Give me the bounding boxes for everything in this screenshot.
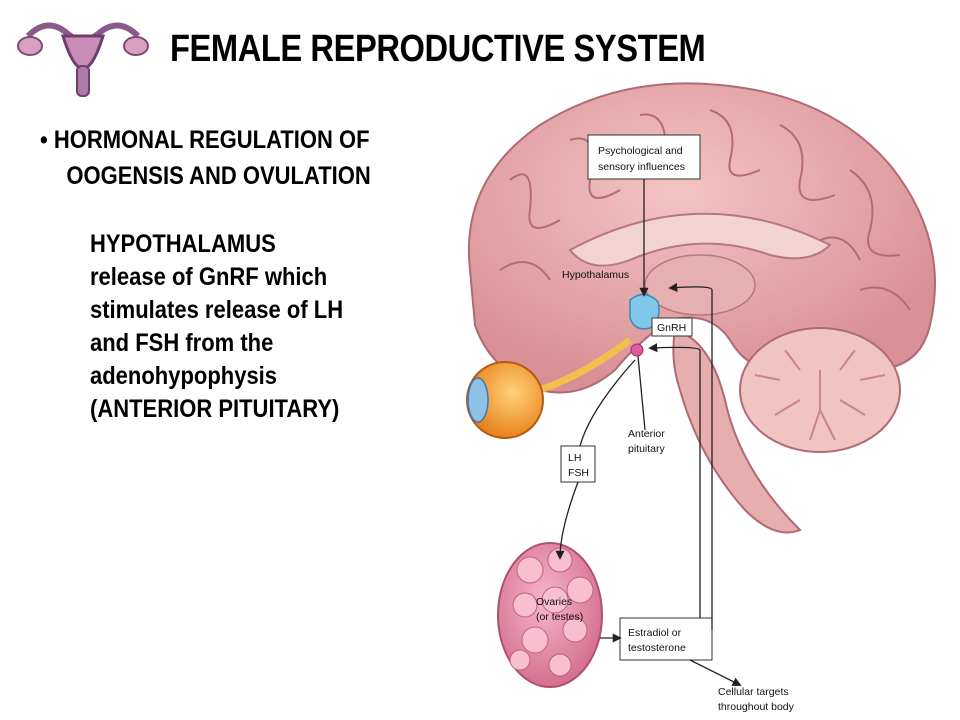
body-text: HYPOTHALAMUS release of GnRF which stimu… [90,228,343,426]
gnrh-label: GnRH [657,322,686,334]
ovary [497,542,603,688]
arrow-estradiol-to-targets [689,659,742,686]
arrow-estradiol-feedback-hypothalamus [668,282,713,630]
body-line-6: (ANTERIOR PITUITARY) [90,395,340,423]
hypothalamus-label: Hypothalamus [562,269,629,281]
estradiol-label-1: Estradiol or [628,627,682,639]
lh-label: LH [568,452,581,464]
arrow-estradiol-feedback-pituitary [648,343,701,618]
brain-hormone-diagram: Psychological and sensory influences Hyp… [466,82,936,713]
arrow-pituitary-to-lhfsh [579,359,636,447]
bullet-symbol: • [40,126,48,154]
thalamus [644,254,756,316]
corpus-callosum [568,212,832,267]
arrow-lhfsh-to-ovaries [555,481,579,560]
arrow-eye-pituitary [637,355,646,431]
psych-label-1: Psychological and [598,145,683,157]
body-line-3: stimulates release of LH [90,296,344,324]
heading-line-1: HORMONAL REGULATION OF [53,126,370,154]
anterior-pituitary [630,343,644,357]
estradiol-label-2: testosterone [628,642,686,654]
eye [466,361,544,439]
psych-label-2: sensory influences [598,161,685,173]
page-title: FEMALE REPRODUCTIVE SYSTEM [170,28,706,70]
body-line-1: HYPOTHALAMUS [90,230,276,258]
gnrh-box [651,317,693,337]
cerebellum [739,327,901,453]
lh-fsh-box [560,445,596,483]
heading-line-2: OOGENSIS AND OVULATION [66,162,371,190]
body-line-2: release of GnRF which [90,263,328,291]
ovaries-label-1: Ovaries [536,596,572,608]
uterus-logo-icon [17,22,149,97]
anterior-label-2: pituitary [628,443,666,455]
targets-label-2: throughout body [718,701,795,713]
body-line-4: and FSH from the [90,329,274,357]
targets-label-1: Cellular targets [718,686,789,698]
section-heading: • HORMONAL REGULATION OF OOGENSIS AND OV… [40,122,371,194]
body-line-5: adenohypophysis [90,362,278,390]
anterior-label-1: Anterior [628,428,665,440]
ovaries-label-2: (or testes) [536,611,583,623]
fsh-label: FSH [568,467,589,479]
psych-box [587,134,701,180]
pathway-arrows [555,179,742,686]
brainstem [672,328,802,534]
